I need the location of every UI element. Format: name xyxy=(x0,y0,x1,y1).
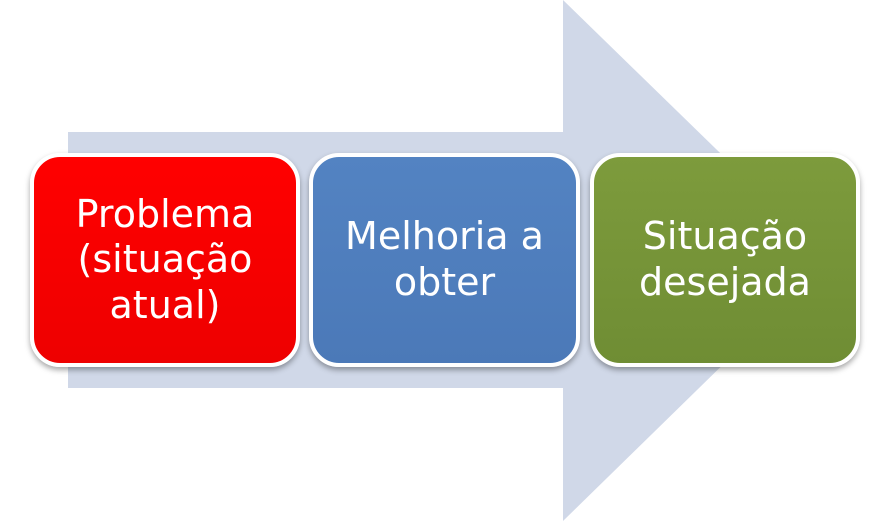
step-problem: Problema (situação atual) xyxy=(30,153,300,367)
step-improvement: Melhoria a obter xyxy=(309,153,580,367)
step-problem-label: Problema (situação atual) xyxy=(75,191,255,327)
step-improvement-label: Melhoria a obter xyxy=(345,214,544,304)
step-desired-situation-label: Situação desejada xyxy=(639,214,811,304)
step-desired-situation: Situação desejada xyxy=(590,153,860,367)
